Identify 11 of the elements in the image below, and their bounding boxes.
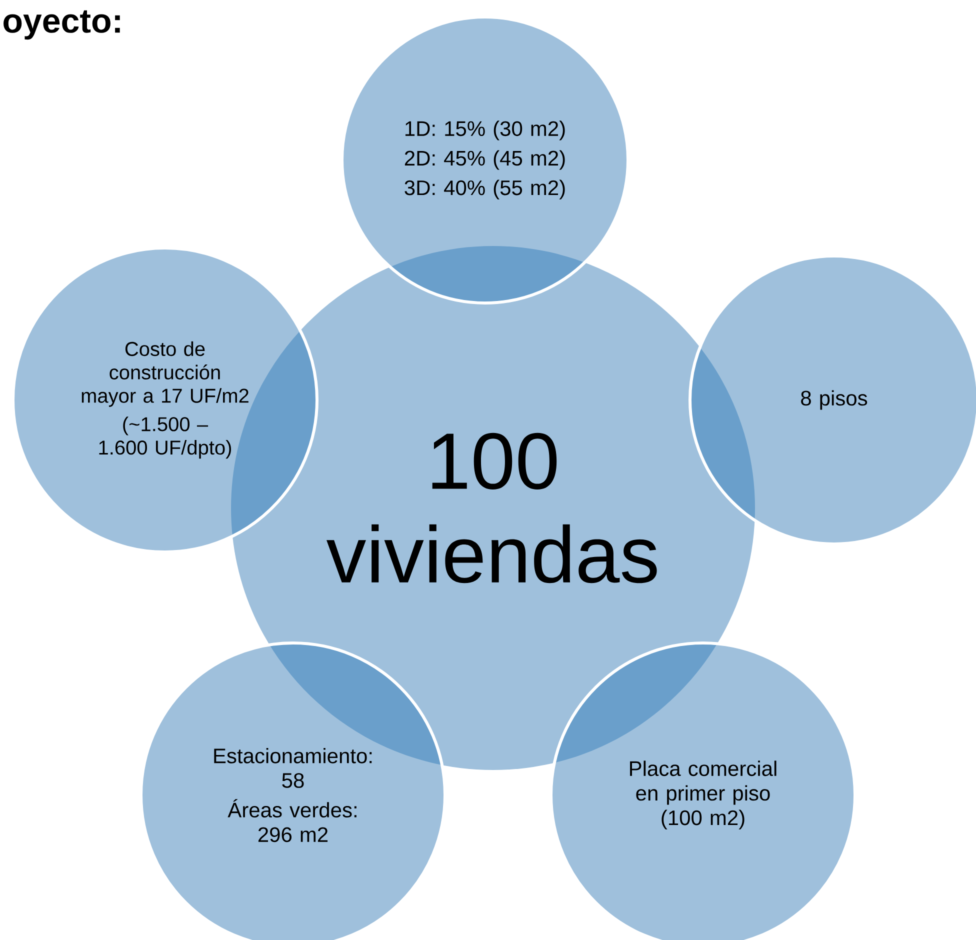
node-label: 3D: 40% (55 m2) [404,180,565,200]
circle-node: Costo de construcción mayor a 17 UF/m2 (~1.500 – 1.600 UF/dpto) [12,246,318,554]
node-label: (~1.500 – 1.600 UF/dpto) [99,416,232,459]
node-label: 2D: 45% (45 m2) [404,150,565,170]
heading: oyecto: [4,10,120,40]
node-label: 100 viviendas [326,432,657,584]
node-label: en primer piso (100 m2) [636,785,770,830]
node-label: 58 [282,773,304,788]
node-label: 1D: 15% (30 m2) [405,120,565,140]
node-label: Áreas verdes: 296 m2 [228,799,356,842]
node-label: 8 pisos [801,390,868,410]
